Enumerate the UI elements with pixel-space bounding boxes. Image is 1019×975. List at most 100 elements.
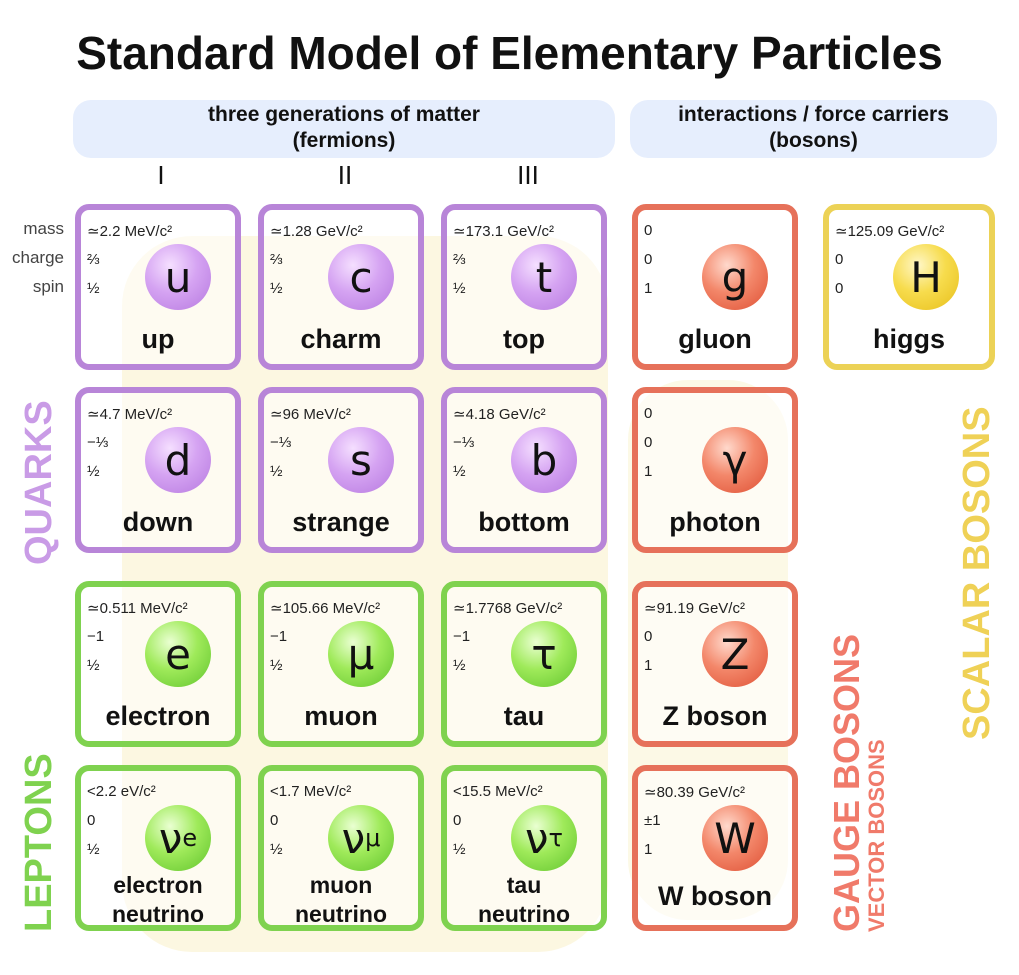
charge-value: ⅔ bbox=[453, 251, 466, 268]
particle-card-up: ≃2.2 MeV/c² ⅔ ½ u up bbox=[75, 204, 241, 370]
particle-card-gluon: 0 0 1 g gluon bbox=[632, 204, 798, 370]
particle-card-w-boson: ≃80.39 GeV/c² ±1 1 W W boson bbox=[632, 765, 798, 931]
particle-name: muon bbox=[304, 701, 378, 731]
particle-name: electron neutrino bbox=[81, 871, 235, 929]
mass-value: 0 bbox=[644, 222, 653, 239]
particle-card-strange: ≃96 MeV/c² −⅓ ½ s strange bbox=[258, 387, 424, 553]
scalar-bosons-label: SCALAR BOSONS bbox=[956, 406, 998, 740]
mass-label: mass bbox=[23, 219, 64, 238]
particle-name-line2: neutrino bbox=[295, 901, 387, 927]
mass-value: ≃125.09 GeV/c² bbox=[835, 223, 945, 240]
particle-symbol: c bbox=[328, 244, 394, 310]
particle-card-down: ≃4.7 MeV/c² −⅓ ½ d down bbox=[75, 387, 241, 553]
mass-value: ≃0.511 MeV/c² bbox=[87, 600, 188, 617]
particle-name: tau bbox=[503, 701, 545, 731]
leptons-label: LEPTONS bbox=[18, 753, 60, 932]
charge-value: −⅓ bbox=[87, 434, 109, 451]
particle-symbol: W bbox=[702, 805, 768, 871]
spin-value: ½ bbox=[87, 657, 100, 674]
particle-symbol: τ bbox=[511, 621, 577, 687]
particle-card-charm: ≃1.28 GeV/c² ⅔ ½ c charm bbox=[258, 204, 424, 370]
spin-value: 1 bbox=[644, 657, 653, 674]
mass-value: ≃2.2 MeV/c² bbox=[87, 223, 173, 240]
mass-value: <1.7 MeV/c² bbox=[270, 783, 352, 800]
particle-symbol: H bbox=[893, 244, 959, 310]
spin-value: ½ bbox=[453, 463, 466, 480]
particle-symbol: g bbox=[702, 244, 768, 310]
charge-value: ⅔ bbox=[270, 251, 283, 268]
symbol-subscript: τ bbox=[548, 824, 563, 852]
particle-name: up bbox=[141, 324, 175, 354]
particle-name: down bbox=[122, 507, 194, 537]
mass-value: ≃173.1 GeV/c² bbox=[453, 223, 554, 240]
spin-value: ½ bbox=[270, 280, 283, 297]
bosons-header: interactions / force carriers (bosons) bbox=[630, 100, 997, 158]
charge-value: 0 bbox=[835, 251, 844, 268]
particle-symbol: d bbox=[145, 427, 211, 493]
mass-value: 0 bbox=[644, 405, 653, 422]
charge-value: ⅔ bbox=[87, 251, 100, 268]
particle-symbol: s bbox=[328, 427, 394, 493]
particle-symbol: t bbox=[511, 244, 577, 310]
mass-value: ≃4.18 GeV/c² bbox=[453, 406, 546, 423]
particle-name: top bbox=[503, 324, 545, 354]
charge-value: 0 bbox=[644, 628, 653, 645]
spin-value: ½ bbox=[453, 280, 466, 297]
mass-value: ≃105.66 MeV/c² bbox=[270, 600, 381, 617]
mass-value: <2.2 eV/c² bbox=[87, 783, 156, 800]
spin-value: ½ bbox=[270, 841, 283, 858]
particle-name: gluon bbox=[678, 324, 752, 354]
generation-3-label: III bbox=[517, 160, 539, 190]
particle-symbol: μ bbox=[328, 621, 394, 687]
spin-label: spin bbox=[32, 277, 64, 296]
fermions-header-line2: (fermions) bbox=[292, 129, 396, 152]
particle-card-bottom: ≃4.18 GeV/c² −⅓ ½ b bottom bbox=[441, 387, 607, 553]
particle-name-line1: muon bbox=[309, 872, 373, 898]
charge-value: −1 bbox=[87, 628, 105, 645]
particle-name: charm bbox=[300, 324, 382, 354]
particle-symbol: u bbox=[145, 244, 211, 310]
charge-label: charge bbox=[12, 248, 64, 267]
fermions-header-line1: three generations of matter bbox=[208, 103, 480, 126]
charge-value: 0 bbox=[644, 434, 653, 451]
mass-value: <15.5 MeV/c² bbox=[453, 783, 543, 800]
charge-value: −⅓ bbox=[270, 434, 292, 451]
particle-name-line1: electron bbox=[113, 872, 203, 898]
charge-value: 0 bbox=[453, 812, 462, 829]
particle-name: muon neutrino bbox=[264, 871, 418, 929]
symbol-base: ν bbox=[341, 813, 366, 863]
spin-value: 1 bbox=[644, 841, 653, 858]
particle-name: higgs bbox=[873, 324, 945, 354]
spin-value: 0 bbox=[835, 280, 844, 297]
mass-value: ≃1.28 GeV/c² bbox=[270, 223, 363, 240]
spin-value: ½ bbox=[87, 841, 100, 858]
gauge-bosons-label: GAUGE BOSONS bbox=[826, 633, 867, 932]
spin-value: ½ bbox=[270, 657, 283, 674]
generation-2-label: II bbox=[337, 160, 353, 190]
fermions-header: three generations of matter (fermions) bbox=[73, 100, 615, 158]
symbol-base: ν bbox=[158, 813, 183, 863]
particle-name-line1: tau bbox=[506, 872, 542, 898]
symbol-subscript: μ bbox=[365, 824, 381, 852]
particle-symbol: e bbox=[145, 621, 211, 687]
charge-value: 0 bbox=[644, 251, 653, 268]
symbol-subscript: e bbox=[182, 824, 198, 852]
charge-value: −1 bbox=[270, 628, 288, 645]
particle-name: electron bbox=[105, 701, 211, 731]
particle-card-tau: ≃1.7768 GeV/c² −1 ½ τ tau bbox=[441, 581, 607, 747]
particle-card-z-boson: ≃91.19 GeV/c² 0 1 Z Z boson bbox=[632, 581, 798, 747]
spin-value: 1 bbox=[644, 280, 653, 297]
spin-value: 1 bbox=[644, 463, 653, 480]
spin-value: ½ bbox=[453, 841, 466, 858]
charge-value: 0 bbox=[87, 812, 96, 829]
particle-name: bottom bbox=[478, 507, 570, 537]
charge-value: 0 bbox=[270, 812, 279, 829]
particle-card-electron: ≃0.511 MeV/c² −1 ½ e electron bbox=[75, 581, 241, 747]
particle-symbol: γ bbox=[702, 427, 768, 493]
spin-value: ½ bbox=[87, 280, 100, 297]
